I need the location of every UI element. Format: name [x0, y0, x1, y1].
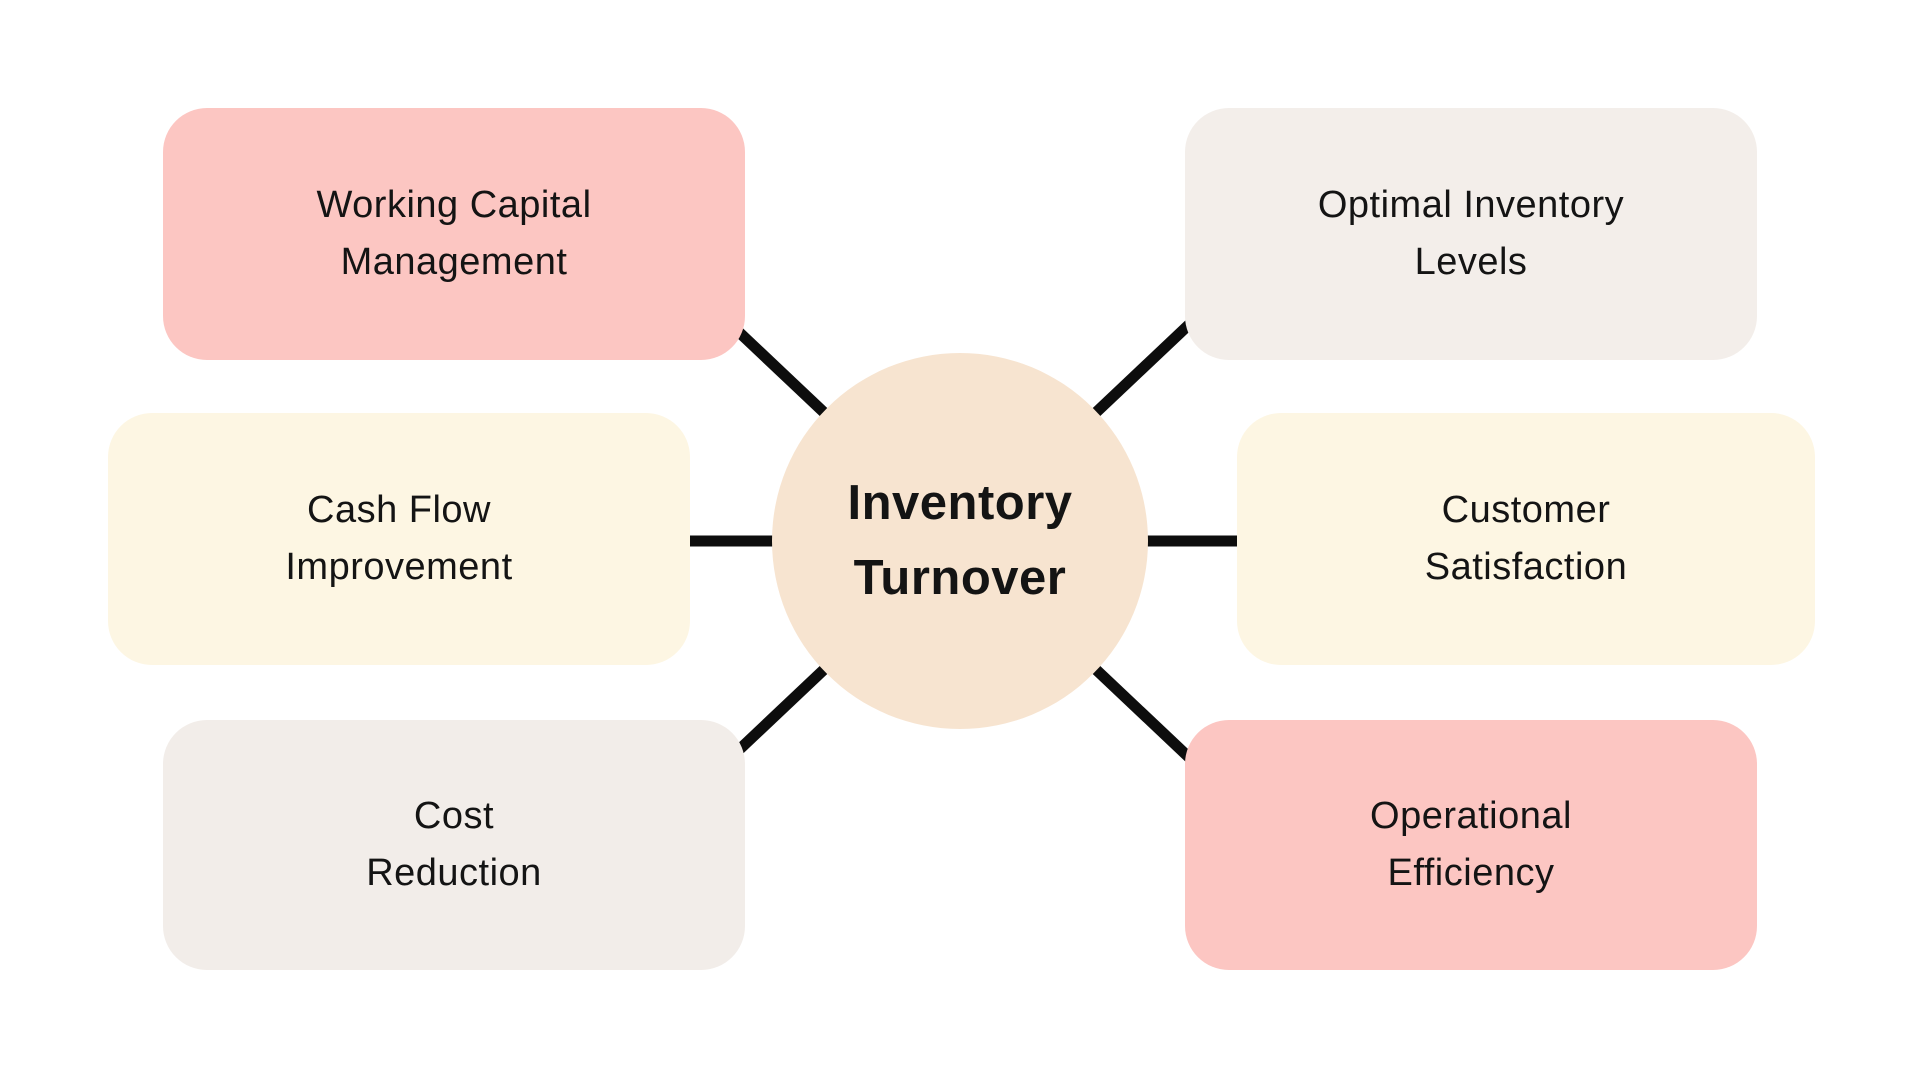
node-label-line: Optimal Inventory [1317, 184, 1625, 226]
hub-label-line: Turnover [853, 551, 1067, 605]
node-label-line: Efficiency [1387, 852, 1555, 894]
node-customer-satisfaction: Customer Satisfaction [1237, 413, 1815, 665]
node-label-line: Improvement [285, 546, 513, 588]
hub-label-line: Inventory [847, 476, 1073, 530]
node-optimal-inventory-levels: Optimal Inventory Levels [1185, 108, 1757, 360]
node-label-line: Cost [413, 795, 495, 837]
hub-inventory-turnover: Inventory Turnover [772, 353, 1148, 729]
node-label-line: Levels [1414, 241, 1528, 283]
node-label-line: Operational [1370, 795, 1572, 837]
node-operational-efficiency: Operational Efficiency [1185, 720, 1757, 970]
node-cost-reduction: Cost Reduction [163, 720, 745, 970]
node-label-line: Cash Flow [307, 489, 491, 531]
node-label-line: Working Capital [316, 184, 592, 226]
node-label-line: Customer [1441, 489, 1611, 531]
node-label-line: Satisfaction [1424, 546, 1628, 588]
node-working-capital-management: Working Capital Management [163, 108, 745, 360]
node-cash-flow-improvement: Cash Flow Improvement [108, 413, 690, 665]
node-label-line: Reduction [366, 852, 542, 894]
node-label-line: Management [340, 241, 568, 283]
